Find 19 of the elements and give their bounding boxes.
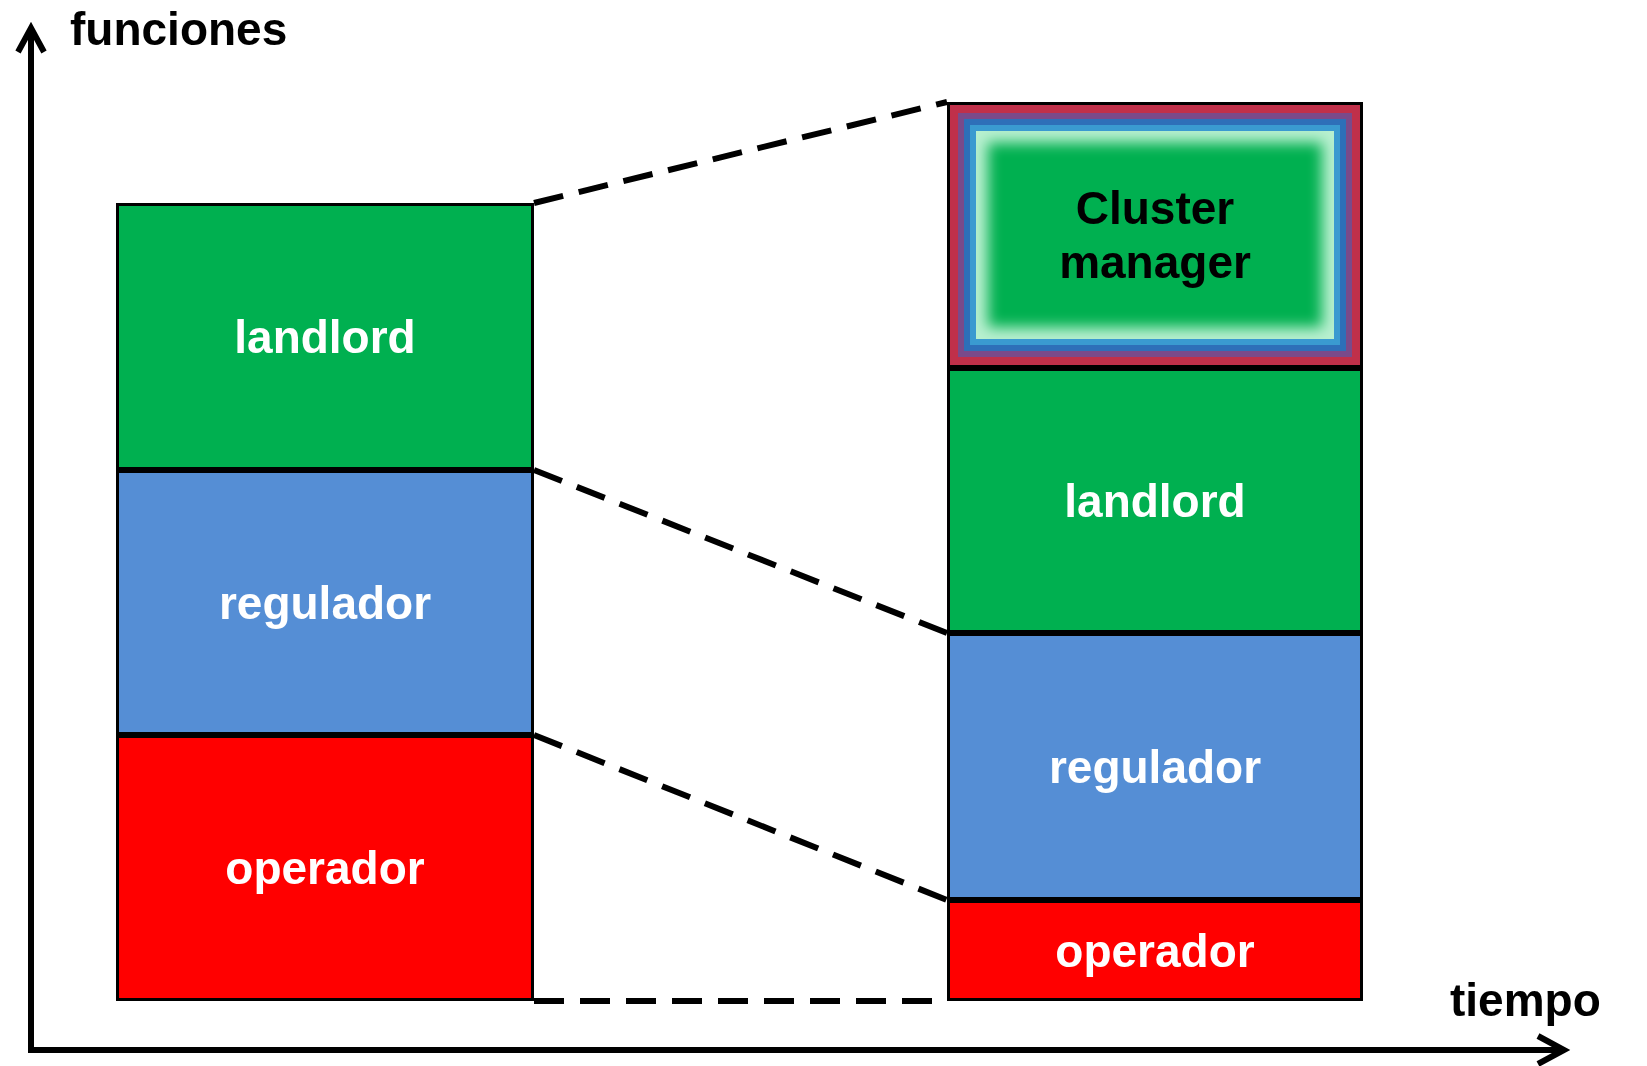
block-label: Cluster manager	[1058, 181, 1252, 289]
stack-block	[947, 900, 1363, 1001]
stack-block	[947, 368, 1363, 633]
block-label: landlord	[1063, 473, 1247, 528]
block-label: regulador	[1047, 739, 1263, 794]
stack-block	[116, 470, 534, 735]
dashed-connector	[533, 99, 948, 206]
block-label: regulador	[217, 575, 433, 630]
stack-block	[116, 735, 534, 1001]
stack-block	[947, 633, 1363, 900]
stack-block	[116, 203, 534, 470]
block-label: operador	[1054, 923, 1256, 978]
dashed-connector	[532, 467, 949, 636]
axis-label: funciones	[70, 2, 288, 56]
axis-label: tiempo	[1450, 973, 1601, 1027]
highlighted-box	[947, 102, 1363, 368]
dashed-connector	[532, 732, 949, 903]
block-label: landlord	[233, 309, 417, 364]
block-label: operador	[224, 841, 426, 895]
